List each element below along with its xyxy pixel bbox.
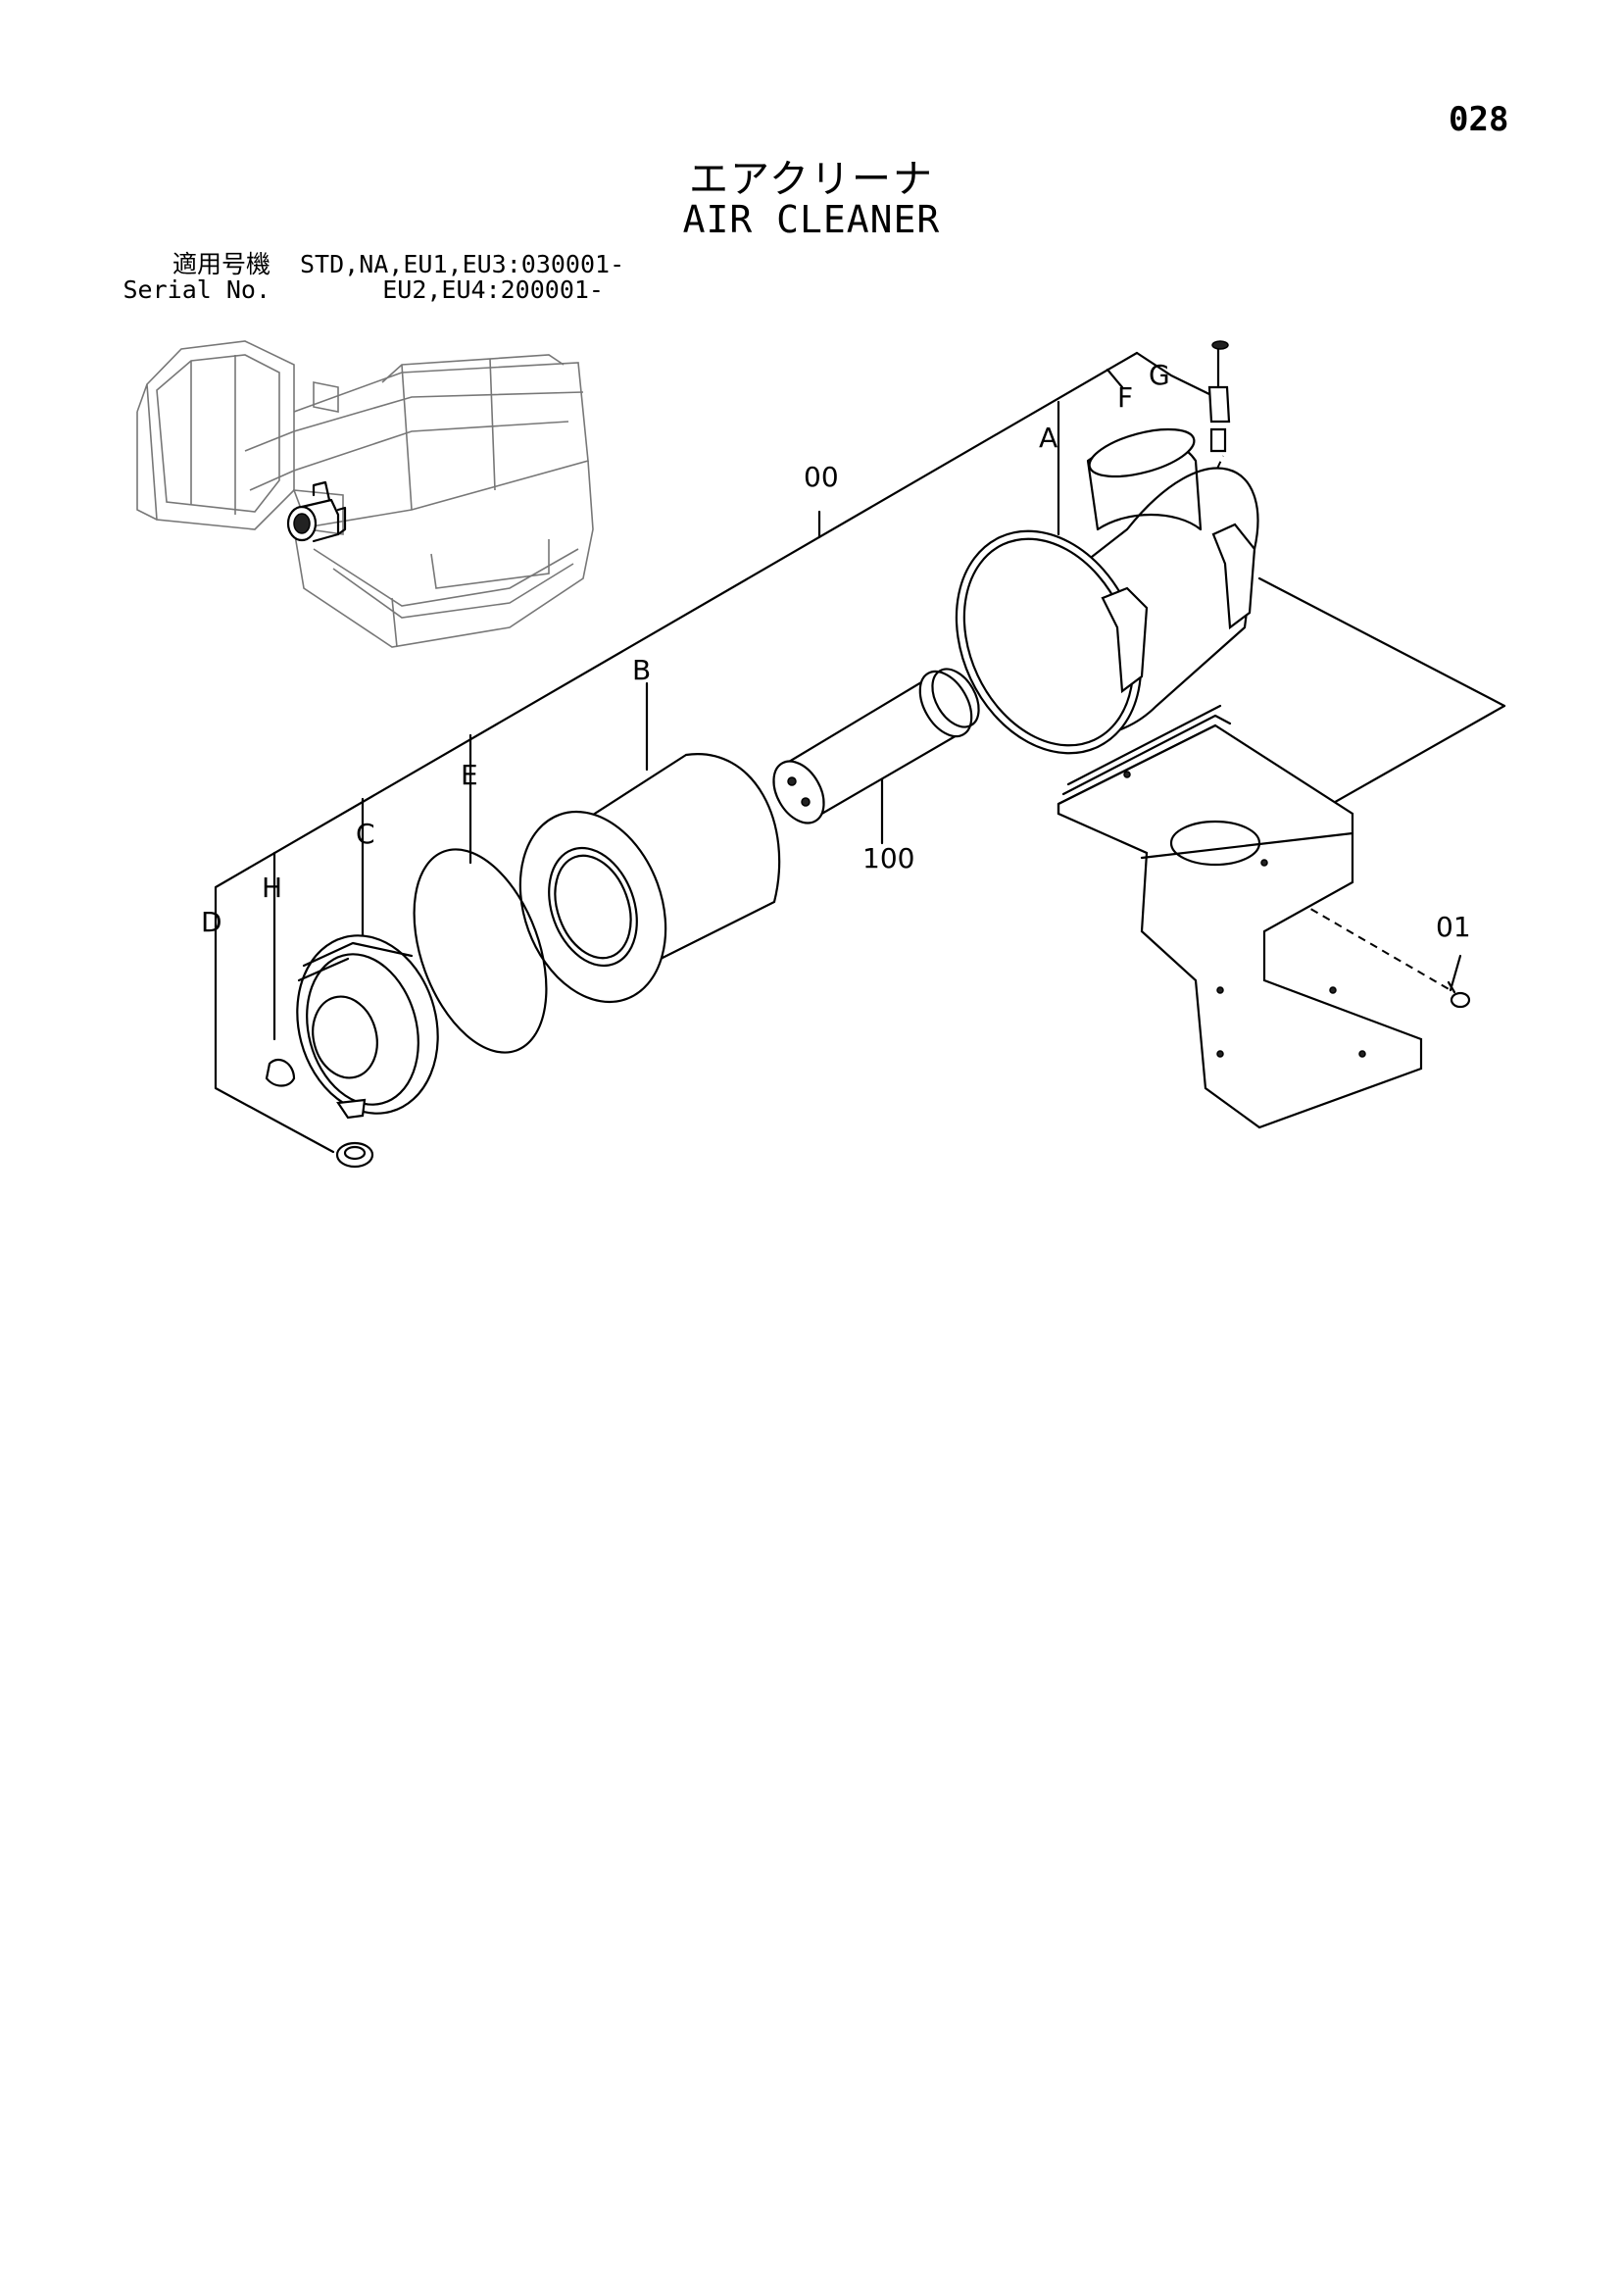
callout-00: 00 (804, 461, 839, 493)
gasket-ring (413, 848, 548, 1054)
page-number: 028 (1449, 100, 1509, 139)
excavator-location-view (136, 340, 594, 648)
callout-c: C (356, 818, 375, 850)
callout-g: G (1149, 359, 1170, 391)
serial-row-1: 適用号機 STD,NA,EU1,EU3:030001- (114, 250, 625, 278)
callout-h: H (262, 872, 282, 904)
title-japanese: エアクリーナ (689, 157, 934, 202)
callout-b: B (632, 654, 651, 686)
serial-line-2: EU2,EU4:200001- (382, 275, 604, 304)
serial-row-2: Serial No. EU2,EU4:200001- (114, 277, 604, 303)
callout-f: F (1117, 381, 1133, 414)
primary-element (518, 753, 781, 1004)
dust-valve (265, 1058, 296, 1087)
bottom-cover (296, 934, 439, 1120)
mounting-bracket (1057, 704, 1423, 1129)
serial-label-english: Serial No. (123, 275, 270, 304)
callout-d: D (201, 906, 222, 938)
serial-label-japanese: 適用号機 (172, 250, 270, 278)
callout-a: A (1039, 422, 1057, 454)
evacuator-cap (335, 1141, 374, 1169)
serial-line-1: STD,NA,EU1,EU3:030001- (300, 250, 625, 278)
air-cleaner-housing (955, 340, 1259, 755)
safety-element (772, 668, 980, 824)
mounting-bolt (1447, 980, 1471, 1009)
callout-01: 01 (1436, 911, 1471, 943)
serial-applicability: 適用号機 STD,NA,EU1,EU3:030001- Serial No. E… (114, 250, 625, 303)
title-english: AIR CLEANER (682, 198, 941, 241)
callout-100: 100 (862, 842, 914, 874)
callout-e: E (461, 759, 478, 791)
